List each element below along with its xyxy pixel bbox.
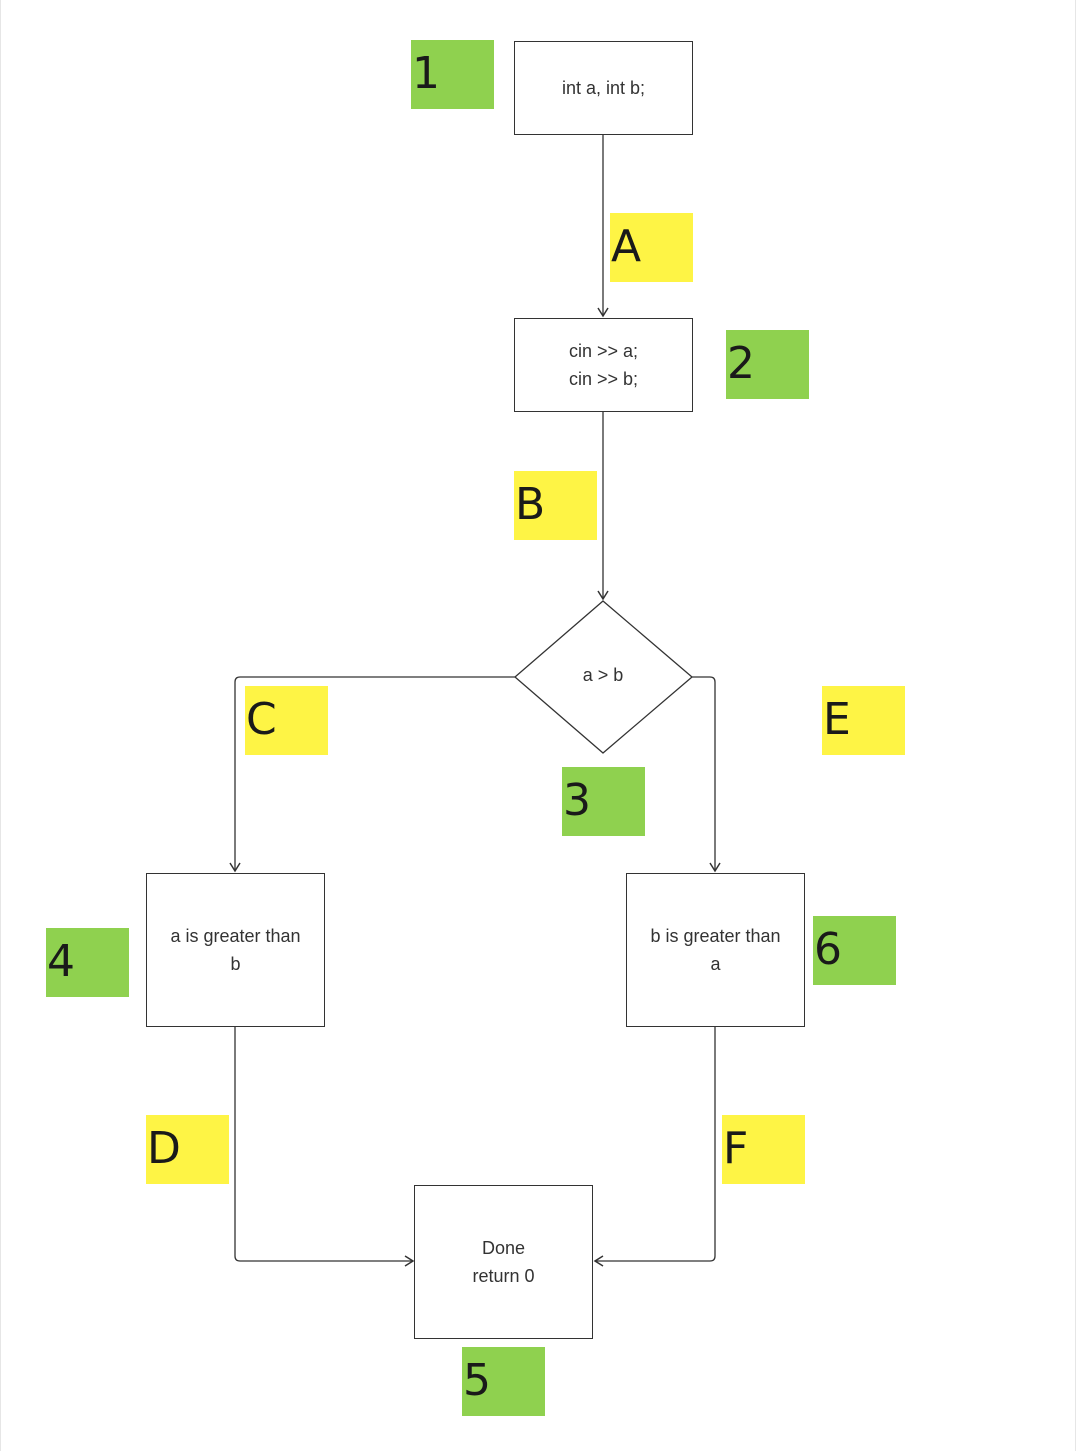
node-label-1[interactable]: 1: [411, 40, 494, 109]
node-label-4[interactable]: 4: [46, 928, 129, 997]
node-label-2[interactable]: 2: [726, 330, 809, 399]
edge-label-b[interactable]: B: [514, 471, 597, 540]
node-4-a-greater-box[interactable]: a is greater than b: [146, 873, 325, 1027]
node-3-decision-diamond[interactable]: [514, 600, 694, 754]
node-3-condition-text: a > b: [582, 665, 624, 685]
edge-f-line[interactable]: [593, 1027, 716, 1267]
edge-label-f[interactable]: F: [722, 1115, 805, 1184]
edge-c-line[interactable]: [229, 676, 515, 873]
node-5-done-box[interactable]: Done return 0: [414, 1185, 593, 1339]
edge-d-line[interactable]: [234, 1027, 415, 1267]
node-label-3[interactable]: 3: [562, 767, 645, 836]
node-label-6[interactable]: 6: [813, 916, 896, 985]
edge-label-a[interactable]: A: [610, 213, 693, 282]
edge-e-line[interactable]: [692, 676, 721, 873]
node-1-declare-box[interactable]: int a, int b;: [514, 41, 693, 135]
node-2-input-box[interactable]: cin >> a; cin >> b;: [514, 318, 693, 412]
node-6-b-greater-box[interactable]: b is greater than a: [626, 873, 805, 1027]
edge-label-c[interactable]: C: [245, 686, 328, 755]
edge-label-d[interactable]: D: [146, 1115, 229, 1184]
edge-label-e[interactable]: E: [822, 686, 905, 755]
node-label-5[interactable]: 5: [462, 1347, 545, 1416]
